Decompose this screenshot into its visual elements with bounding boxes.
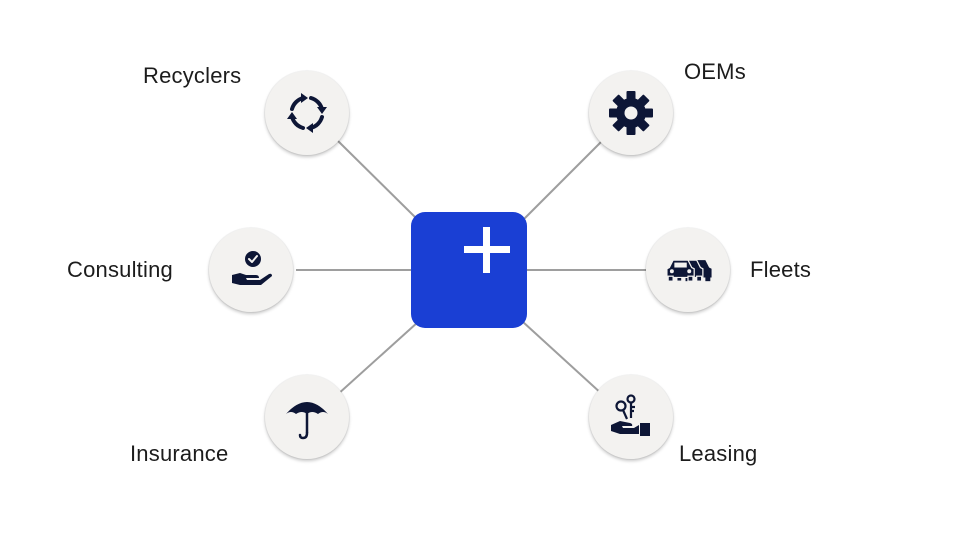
gear-icon xyxy=(609,91,653,135)
label-recyclers: Recyclers xyxy=(143,63,242,88)
umbrella-icon xyxy=(286,402,328,440)
label-leasing: Leasing xyxy=(679,441,758,466)
label-consulting: Consulting xyxy=(67,257,173,282)
hand-key-icon xyxy=(611,394,650,436)
hand-check-icon xyxy=(232,251,272,285)
connector-oems xyxy=(522,139,604,221)
label-fleets: Fleets xyxy=(750,257,812,282)
label-oems: OEMs xyxy=(684,59,746,84)
node-recyclers xyxy=(265,71,349,155)
node-fleets xyxy=(646,228,730,312)
node-consulting xyxy=(209,228,293,312)
center-hub xyxy=(411,212,527,328)
node-insurance xyxy=(265,375,349,459)
recycle-arrows-icon xyxy=(287,93,327,133)
node-oems xyxy=(589,71,673,155)
plus-icon xyxy=(464,227,510,273)
connector-insurance xyxy=(336,321,419,396)
label-insurance: Insurance xyxy=(130,441,229,466)
node-leasing xyxy=(589,375,673,459)
cars-icon xyxy=(666,259,712,282)
connector-recyclers xyxy=(336,139,419,221)
connector-leasing xyxy=(522,321,604,396)
